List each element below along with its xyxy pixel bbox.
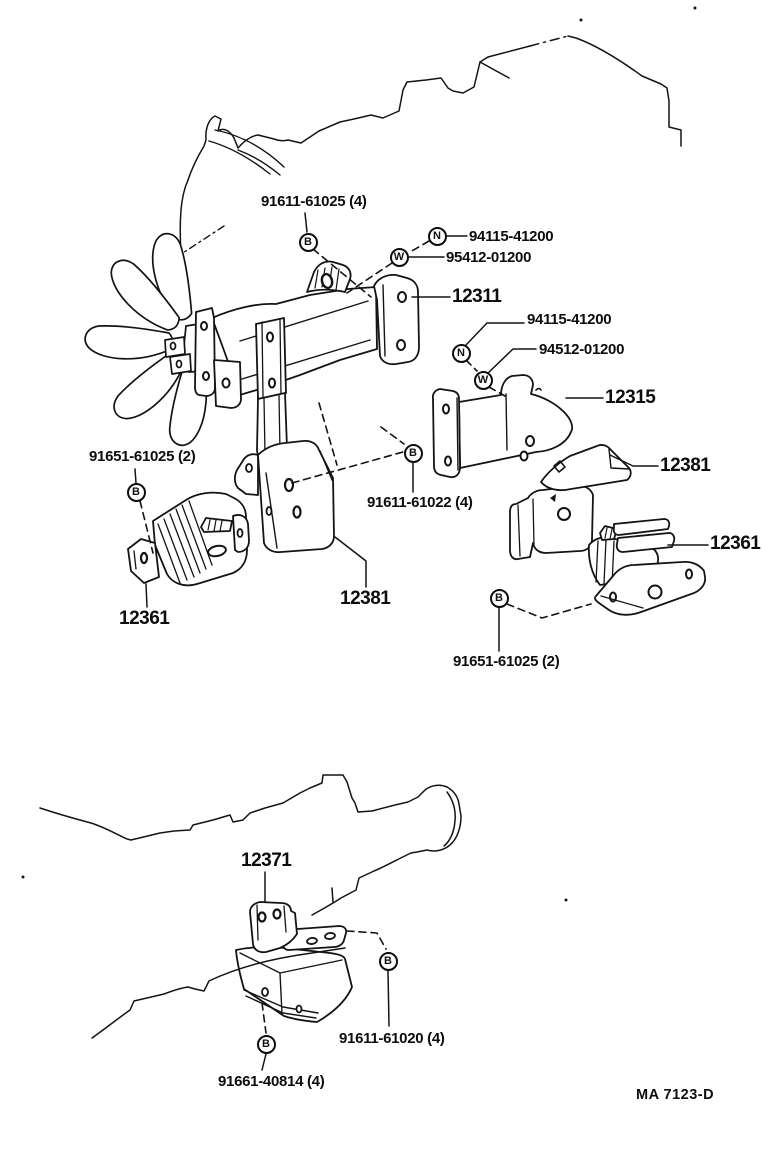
bolt-symbol-icon: B [489,588,509,608]
engine-outline [159,6,697,288]
label-bolt-bracket-mid: 91611-61022 (4) [367,494,473,511]
part-12361-left [127,491,250,587]
label-part-12315: 12315 [605,387,656,408]
bolt-symbol-icon: B [378,951,398,971]
part-12361-right [587,518,707,616]
label-bolt-rear-bracket: 91611-61020 (4) [339,1030,445,1047]
leader-lines-bottom [261,871,390,1071]
label-part-12361-left: 12361 [119,608,170,629]
bolt-axis-dashed-bottom [261,930,387,1034]
washer-symbol-icon: W [473,370,493,390]
bolt-axis-dashed-top [139,240,592,619]
bolt-symbol-icon: B [298,232,318,252]
figure-code: MA 7123-D [636,1087,715,1103]
label-bolt-front-upper: 91611-61025 (4) [261,193,367,210]
part-12315-bracket [431,374,574,479]
label-nut-side: 94115-41200 [527,311,612,328]
transmission-outline [21,774,568,916]
bolt-symbol-icon: B [403,443,423,463]
label-bolt-rear-insulator: 91661-40814 (4) [218,1073,325,1090]
label-part-12311: 12311 [452,286,502,307]
label-nut-upper: 94115-41200 [469,228,554,245]
label-part-12371: 12371 [241,850,292,871]
leader-lines-top [134,212,709,652]
transmission-pan-rail [91,947,346,1039]
nut-symbol-icon: N [427,226,447,246]
label-washer-upper: 95412-01200 [446,249,532,266]
label-part-12381-right: 12381 [660,455,711,476]
part-12381-right [509,444,632,561]
label-bolt-insulator-right: 91651-61025 (2) [453,653,560,670]
label-part-12381-left: 12381 [340,588,391,609]
part-12371-mount [235,901,353,1023]
label-part-12361-right: 12361 [710,533,761,554]
bolt-symbol-icon: B [256,1034,276,1054]
nut-symbol-icon: N [451,343,471,363]
part-12381-left [233,439,335,554]
bolt-symbol-icon: B [126,482,146,502]
label-washer-side: 94512-01200 [539,341,625,358]
label-bolt-insulator-left: 91651-61025 (2) [89,448,196,465]
part-12311-bracket [194,260,420,458]
washer-symbol-icon: W [389,247,409,267]
